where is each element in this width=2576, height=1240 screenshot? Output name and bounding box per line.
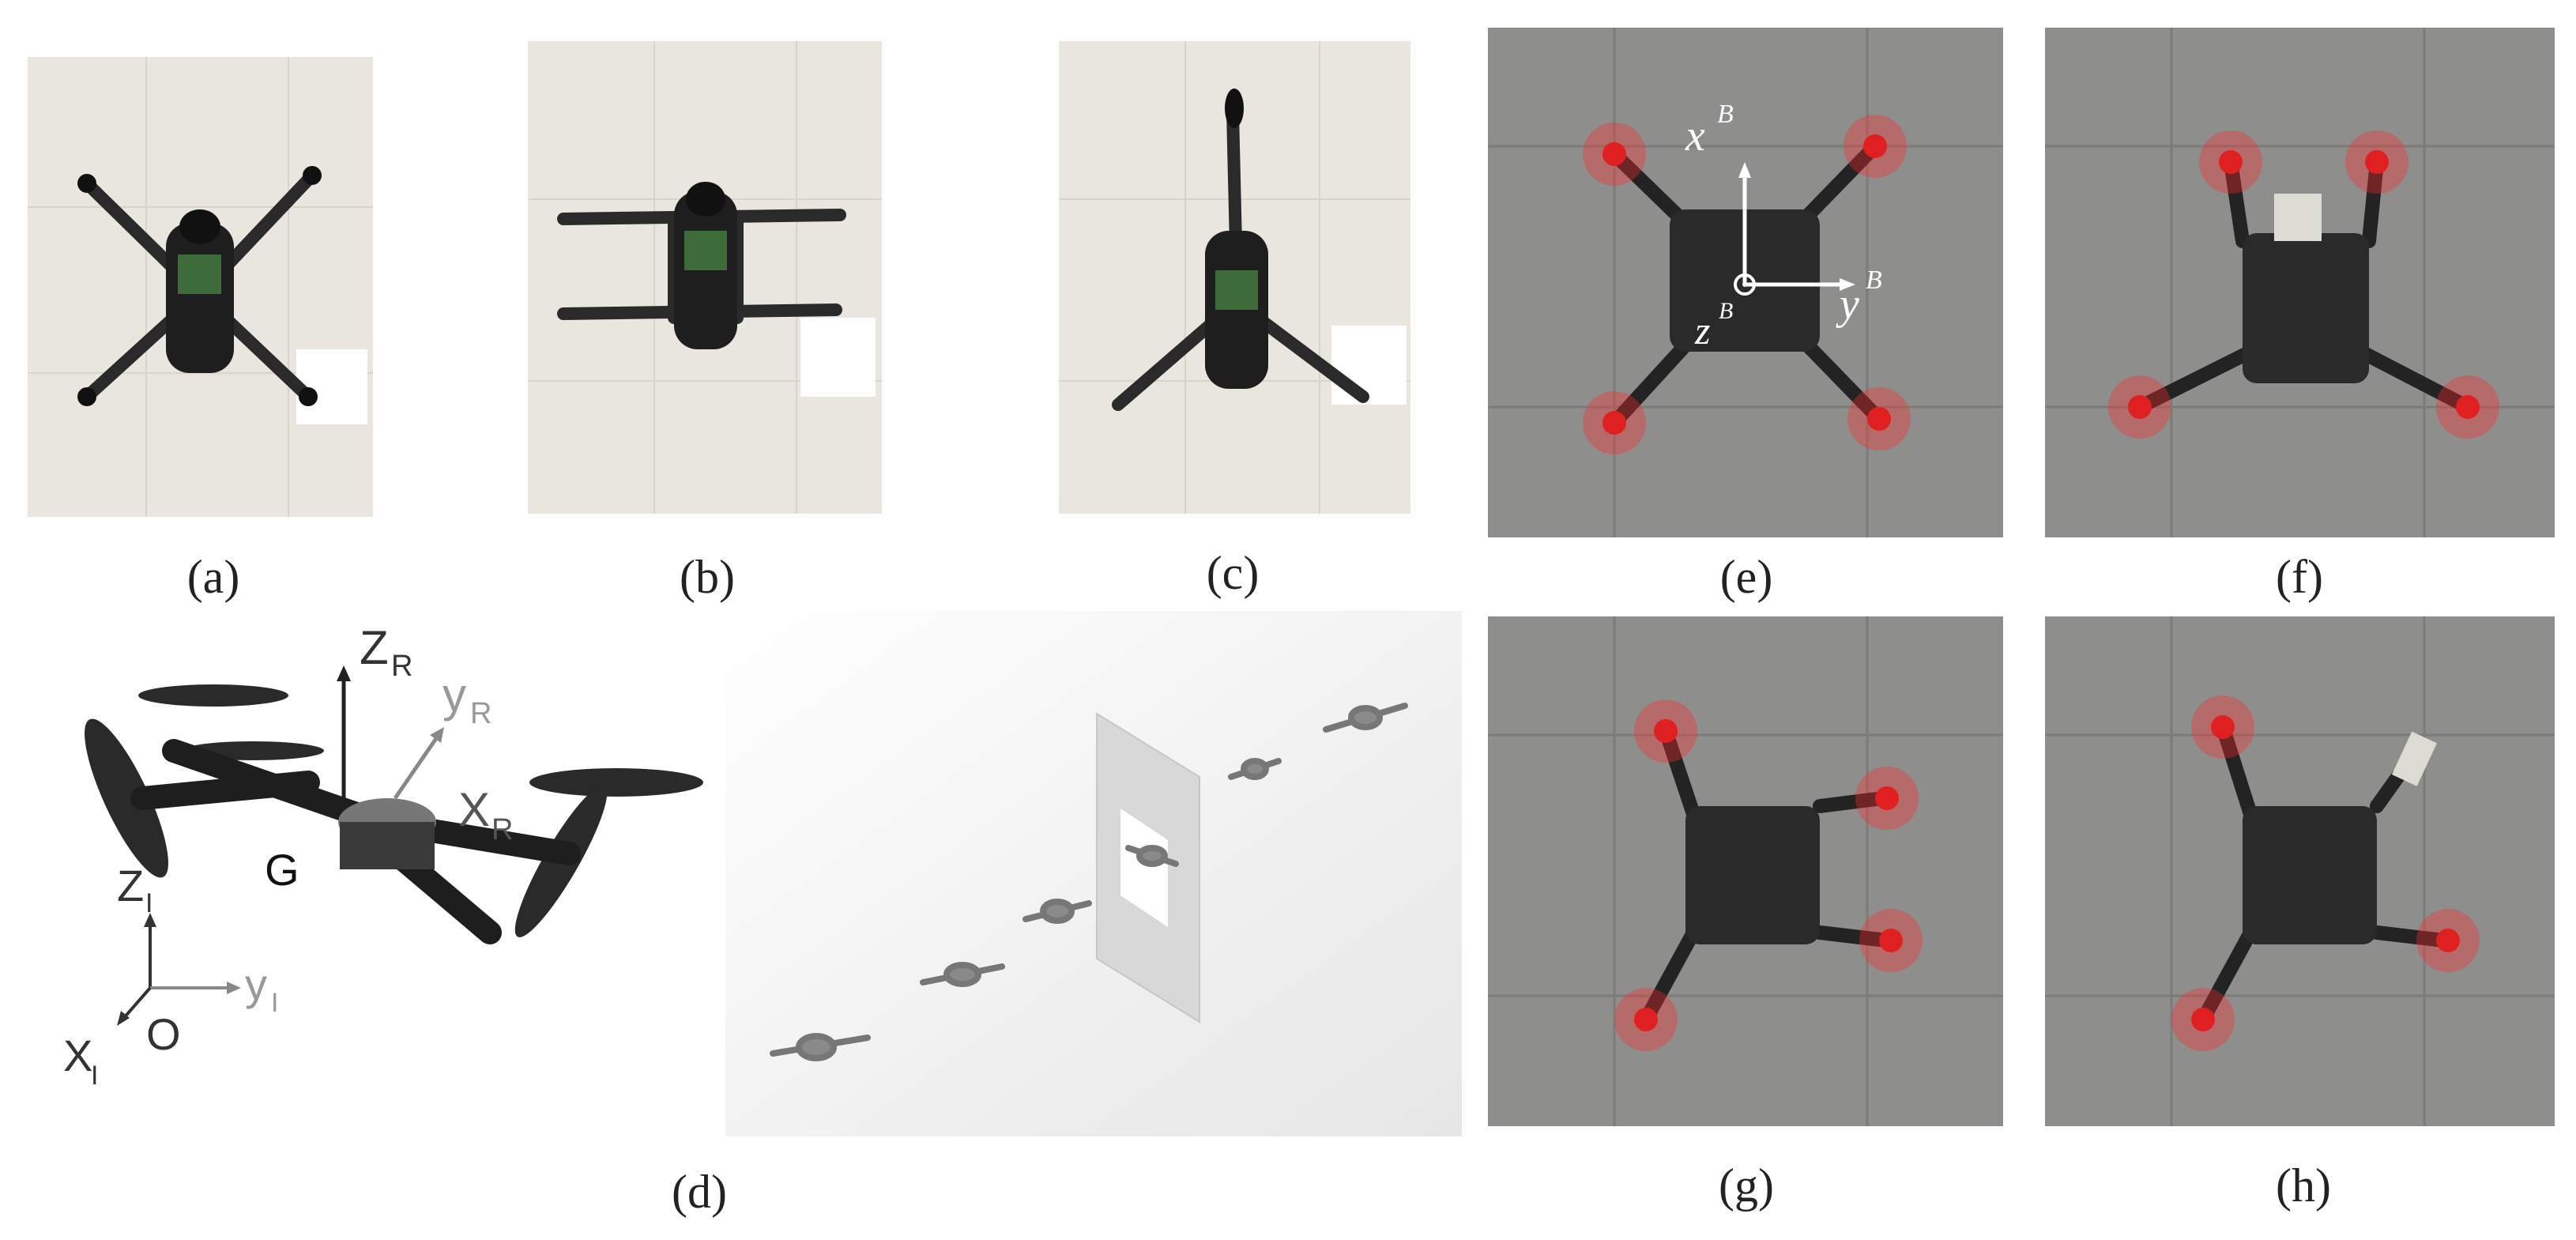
y-body-label: y — [1836, 280, 1859, 329]
drone-h-config-image — [528, 41, 882, 514]
caption-d: (d) — [672, 1166, 727, 1218]
window-traversal-render — [725, 611, 1462, 1136]
y-body-superscript: B — [1866, 266, 1882, 295]
drone-top-view-e: x B y B z B — [1488, 28, 2003, 537]
photo-f-top-view — [2045, 28, 2555, 537]
x-body-superscript: B — [1717, 100, 1734, 129]
z-body-label: z — [1694, 308, 1710, 352]
photo-e-body-frame: x B y B z B — [1488, 28, 2003, 537]
caption-c: (c) — [1206, 547, 1260, 599]
photo-b-h-configuration — [528, 41, 882, 514]
origin-label: O — [146, 1009, 181, 1059]
drone-y-config-image — [1059, 41, 1410, 514]
photo-a-x-configuration — [28, 57, 373, 517]
caption-g: (g) — [1719, 1159, 1774, 1212]
y-rotor-label: y — [443, 669, 466, 722]
center-of-gravity-label: G — [265, 845, 299, 895]
y-inertial-label: y — [245, 959, 267, 1009]
z-inertial-subscript: I — [145, 888, 153, 918]
x-body-label: x — [1685, 111, 1705, 160]
drone-top-view-f — [2045, 28, 2555, 537]
z-body-superscript: B — [1719, 298, 1733, 324]
caption-e: (e) — [1719, 551, 1773, 603]
caption-b: (b) — [680, 551, 735, 603]
x-rotor-subscript: R — [491, 813, 513, 846]
photo-h-top-view — [2045, 616, 2555, 1126]
photo-g-top-view — [1488, 616, 2003, 1126]
z-rotor-label: Z — [360, 621, 389, 674]
z-inertial-label: Z — [117, 861, 144, 910]
z-rotor-subscript: R — [391, 650, 412, 683]
x-inertial-label: X — [63, 1031, 92, 1080]
x-inertial-subscript: I — [91, 1061, 98, 1091]
x-rotor-label: X — [458, 783, 490, 836]
drone-x-config-image — [28, 57, 373, 517]
drone-top-view-g — [1488, 616, 2003, 1126]
caption-a: (a) — [186, 551, 240, 603]
caption-f: (f) — [2276, 551, 2323, 603]
render-window-traversal — [725, 611, 1462, 1136]
illustration-d-frames: Z R y R X R G Z I y I X I O — [47, 616, 727, 1091]
x-inertial-axis — [121, 986, 152, 1021]
y-rotor-subscript: R — [470, 697, 491, 730]
y-rotor-axis — [393, 733, 441, 800]
y-inertial-subscript: I — [271, 988, 278, 1018]
window-opening — [1120, 808, 1168, 927]
photo-c-y-configuration — [1059, 41, 1410, 514]
drone-frame-illustration: Z R y R X R G Z I y I X I O — [47, 616, 727, 1091]
caption-h: (h) — [2276, 1159, 2331, 1212]
drone-top-view-h — [2045, 616, 2555, 1126]
